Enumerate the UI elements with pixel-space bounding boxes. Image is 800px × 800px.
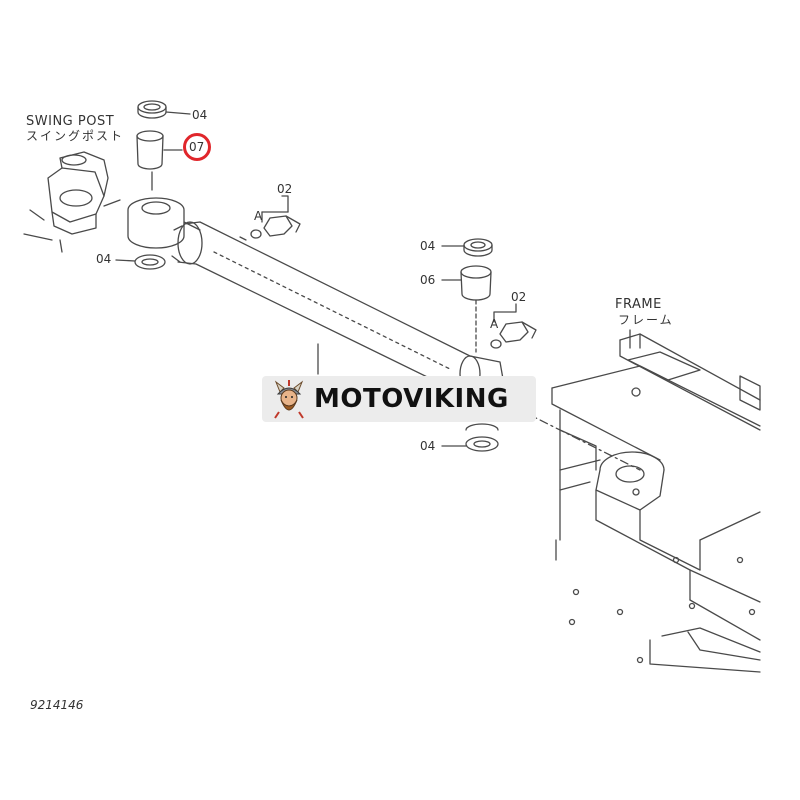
machine-frame (551, 329, 761, 673)
figure-id: 9214146 (30, 698, 84, 712)
washer-04-right-top (441, 238, 493, 257)
label-part-06: 06 (420, 273, 436, 287)
label-ref-a-left: A (254, 209, 263, 223)
label-swing-post: SWING POST (26, 114, 115, 129)
washer-04-top (137, 100, 191, 119)
label-part-04-right-bottom: 04 (420, 439, 436, 453)
hydraulic-cylinder (171, 221, 507, 397)
washer-04-lower-left (115, 254, 166, 270)
label-frame: FRAME (615, 297, 662, 312)
label-part-02-left: 02 (277, 182, 293, 196)
grease-fitting-right (490, 303, 537, 349)
viking-logo-icon (274, 380, 304, 419)
label-part-07: 07 (189, 140, 205, 154)
label-part-04-lower-left: 04 (96, 252, 112, 266)
label-swing-post-jp: スイングポスト (26, 129, 125, 143)
watermark-text: MOTOVIKING (314, 384, 509, 414)
grease-fitting-left (250, 195, 301, 239)
bushing-06 (441, 265, 492, 353)
bushing-07 (136, 130, 183, 191)
label-ref-a-right: A (490, 317, 499, 331)
watermark-banner: MOTOVIKING (262, 376, 536, 422)
washer-04-right-bottom (441, 423, 499, 452)
label-part-04-right-top: 04 (420, 239, 436, 253)
highlight-circle-07 (183, 133, 211, 161)
label-part-02-right: 02 (511, 290, 527, 304)
label-part-04-top: 04 (192, 108, 208, 122)
label-frame-jp: フレーム (618, 313, 674, 327)
swing-post-bracket (23, 151, 121, 253)
